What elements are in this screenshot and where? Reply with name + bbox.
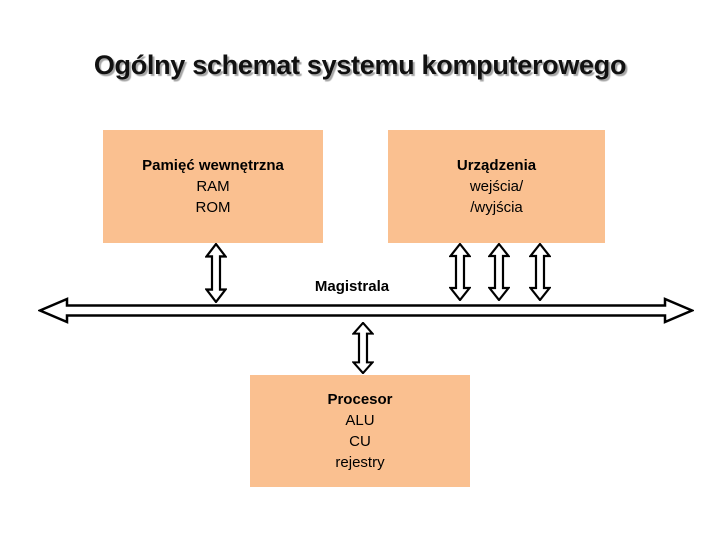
memory-box-line-rom: ROM: [195, 199, 231, 216]
memory-bus-double-arrow-icon: [205, 243, 227, 303]
cpu-box-line-alu: ALU: [345, 412, 375, 429]
cpu-box-line-cu: CU: [349, 433, 371, 450]
io-bus-double-arrow-icon: [488, 243, 510, 301]
io-box-line-output: /wyjścia: [470, 199, 523, 216]
bus-double-arrow-icon: [38, 297, 694, 324]
io-devices-box: Urządzenia wejścia/ /wyjścia: [388, 130, 605, 243]
cpu-box-title: Procesor: [327, 391, 393, 408]
io-box-line-input: wejścia/: [469, 178, 524, 195]
io-bus-double-arrow-icon: [529, 243, 551, 301]
io-bus-double-arrow-icon: [449, 243, 471, 301]
bus-label: Magistrala: [314, 278, 390, 295]
cpu-box-line-registers: rejestry: [335, 454, 385, 471]
io-box-title: Urządzenia: [456, 157, 537, 174]
page-title: Ogólny schemat systemu komputerowego: [93, 50, 627, 80]
memory-box: Pamięć wewnętrzna RAM ROM: [103, 130, 323, 243]
cpu-box: Procesor ALU CU rejestry: [250, 375, 470, 487]
cpu-bus-double-arrow-icon: [352, 322, 374, 374]
memory-box-title: Pamięć wewnętrzna: [142, 157, 284, 174]
memory-box-line-ram: RAM: [196, 178, 230, 195]
